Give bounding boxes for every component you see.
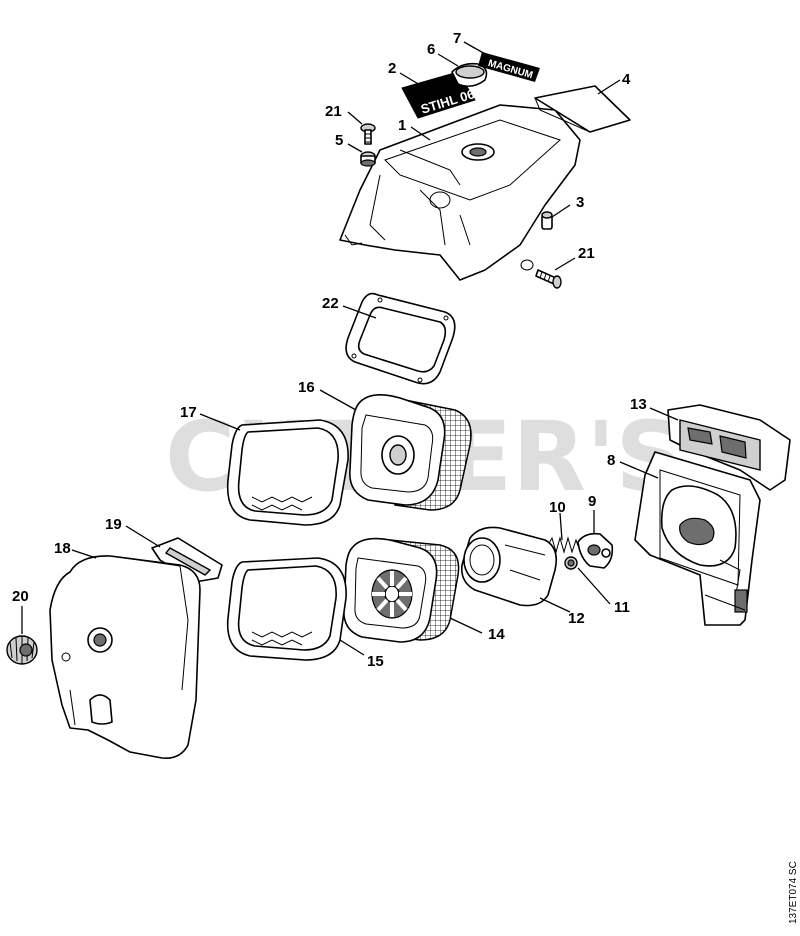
part-17-prefilter-upper	[226, 419, 349, 526]
callout-4: 4	[622, 71, 631, 88]
callout-7: 7	[453, 30, 461, 47]
part-16-air-filter-upper	[349, 394, 472, 511]
callout-5: 5	[335, 132, 343, 149]
part-21-screw-lower	[535, 269, 562, 289]
part-22-gasket	[345, 292, 456, 385]
callout-14: 14	[488, 626, 505, 643]
callout-21-lower: 21	[578, 245, 595, 262]
callout-15: 15	[367, 653, 384, 670]
leader-lines	[21, 41, 679, 656]
part-3-sleeve	[541, 211, 553, 230]
part-6-plug	[451, 62, 488, 88]
callout-12: 12	[568, 610, 585, 627]
part-1-shroud-cover	[339, 104, 581, 281]
callout-19: 19	[105, 516, 122, 533]
part-18-filter-cover	[49, 555, 201, 760]
part-9-bracket	[577, 532, 614, 569]
callout-2: 2	[388, 60, 396, 77]
callout-10: 10	[549, 499, 566, 516]
callout-8: 8	[607, 452, 615, 469]
drawing-code: 137ET074 SC	[788, 861, 799, 924]
part-7-model-label: MAGNUM	[478, 52, 540, 82]
callout-18: 18	[54, 540, 71, 557]
callout-11: 11	[614, 599, 630, 616]
callout-1: 1	[398, 117, 406, 134]
part-8-filter-carrier	[634, 451, 761, 626]
part-21-screw-upper	[360, 123, 376, 145]
callout-9: 9	[588, 493, 596, 510]
callout-13: 13	[630, 396, 647, 413]
callout-20: 20	[12, 588, 29, 605]
part-4-flap	[534, 85, 631, 133]
part-5-collar-nut	[360, 151, 376, 167]
part-20-knob	[6, 635, 38, 665]
part-14-air-filter-lower	[343, 537, 460, 643]
callout-16: 16	[298, 379, 315, 396]
part-15-prefilter-lower	[226, 557, 347, 661]
callout-21-upper: 21	[325, 103, 342, 120]
part-11-nut	[564, 556, 578, 570]
part-19-filter-strip	[151, 537, 223, 583]
callout-3: 3	[576, 194, 584, 211]
callout-6: 6	[427, 41, 435, 58]
part-12-filter-housing	[460, 526, 558, 607]
callout-17: 17	[180, 404, 197, 421]
callout-22: 22	[322, 295, 339, 312]
part-10-spring	[547, 536, 579, 554]
part-13-top-cover	[667, 404, 791, 491]
